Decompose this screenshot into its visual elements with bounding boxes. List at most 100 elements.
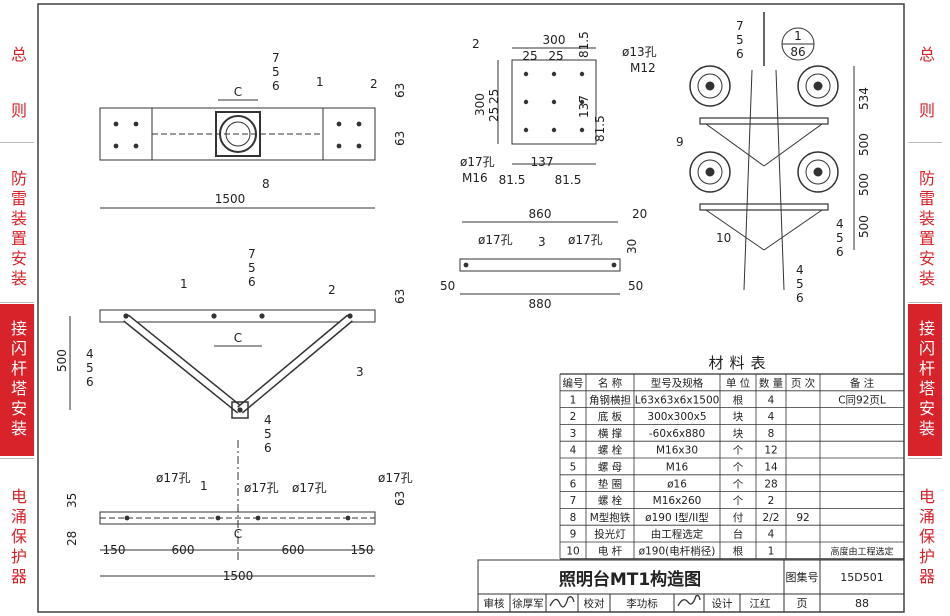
table-cell: 92	[796, 512, 809, 524]
mid-view-bolts	[123, 313, 353, 413]
brace-dim-860-label: 860	[529, 207, 552, 221]
top-view-dim-63b: 63	[393, 131, 407, 146]
left-category-item-1[interactable]: 总	[8, 46, 27, 66]
table-cell: 个	[733, 445, 744, 457]
elev-crossarm-top	[699, 117, 829, 125]
table-cell: 个	[733, 478, 744, 490]
elev-crossarm-bottom	[699, 203, 829, 211]
plate-dim-815b: 81.5	[499, 173, 526, 187]
plate-dim-815a: 81.5	[577, 31, 591, 58]
plate-outline	[511, 59, 597, 145]
right-category-divider	[908, 142, 942, 143]
right-category-item-2[interactable]: 则	[916, 102, 935, 122]
right-category-item-4[interactable]: 接闪杆塔安装	[908, 304, 942, 456]
plate-m12: M12	[630, 61, 656, 75]
table-cell: 块	[733, 428, 744, 440]
top-view-plate-holes	[113, 121, 362, 149]
mid-view	[69, 309, 376, 419]
plate-detail	[497, 47, 597, 165]
title-block	[477, 559, 905, 613]
mid-view-stack-top-7: 7	[248, 247, 256, 261]
right-category-item-3[interactable]: 防雷装置安装	[916, 170, 935, 290]
table-cell: 4	[768, 411, 775, 423]
table-header-cell: 编号	[563, 377, 584, 390]
page-number: 88	[855, 597, 869, 610]
table-cell: 5	[570, 462, 577, 474]
table-cell: 2	[570, 411, 577, 423]
table-header-cell: 备 注	[850, 377, 875, 390]
left-category-item-4[interactable]: 接闪杆塔安装	[0, 304, 34, 456]
table-cell: 4	[768, 394, 775, 406]
elev-ref-page: 86	[790, 45, 805, 59]
table-header-cell: 名 称	[598, 377, 623, 390]
atlas-number: 15D501	[840, 571, 883, 584]
table-cell: 螺 栓	[598, 494, 623, 507]
elev-tag-9: 9	[676, 135, 684, 149]
table-cell: 高度由工程选定	[830, 546, 893, 558]
bottom-view-hole-b: ø17孔	[244, 481, 279, 495]
brace-dim-50a: 50	[440, 279, 455, 293]
top-view-tag-1: 1	[316, 75, 324, 89]
table-header-cell: 型号及规格	[651, 377, 704, 390]
plate-dim-25a: 25	[522, 49, 537, 63]
table-cell: 300x300x5	[647, 411, 706, 423]
top-view-tag-8: 8	[262, 177, 270, 191]
table-cell: 7	[570, 495, 577, 507]
elev-floodlight-1	[689, 65, 731, 107]
elev-pole-left	[743, 69, 753, 291]
top-view-stack-5: 5	[272, 65, 280, 79]
brace-dim-50b: 50	[628, 279, 643, 293]
bottom-view-tag-1: 1	[200, 479, 208, 493]
mid-view-tag-1: 1	[180, 277, 188, 291]
elev-stack-bottom-5: 5	[796, 277, 804, 291]
elev-dim-534: 534	[857, 87, 871, 110]
table-cell: 4	[570, 445, 577, 457]
mid-view-stack-left-5: 5	[86, 361, 94, 375]
table-cell: L63x63x6x1500	[635, 394, 720, 406]
review-label: 审核	[484, 597, 505, 610]
top-view-stack-6: 6	[272, 79, 280, 93]
brace-tag-3: 3	[538, 235, 546, 249]
right-category-divider	[908, 458, 942, 459]
plate-hole-17: ø17孔	[460, 155, 495, 169]
brace-hole-a: ø17孔	[478, 233, 513, 247]
elev-brace-1	[705, 123, 765, 167]
bottom-view-dim-600b: 600	[282, 543, 305, 557]
plate-dim-25d: 25	[487, 107, 501, 122]
elev-stack-right-6: 6	[836, 245, 844, 259]
table-cell: 1	[768, 546, 775, 558]
mid-view-dim-63: 63	[393, 289, 407, 304]
mid-view-stack-bottom-5: 5	[264, 427, 272, 441]
left-category-item-2[interactable]: 则	[8, 102, 27, 122]
left-category-item-5[interactable]: 电涌保护器	[8, 488, 27, 588]
right-category-item-5[interactable]: 电涌保护器	[916, 488, 935, 588]
table-cell: M16	[666, 462, 689, 474]
table-cell: 12	[764, 445, 777, 457]
bottom-view-dim-35: 35	[65, 493, 79, 508]
right-category-item-1[interactable]: 总	[916, 46, 935, 66]
elev-brace-2	[763, 123, 823, 167]
plate-dim-815c: 81.5	[555, 173, 582, 187]
mid-view-tag-2: 2	[328, 283, 336, 297]
mid-view-stack-left-4: 4	[86, 347, 94, 361]
top-view-plate-right	[322, 107, 376, 161]
table-cell: 垫 圈	[598, 477, 622, 490]
elevation-view	[689, 12, 855, 291]
brace-dim-30: 30	[625, 239, 639, 254]
table-cell: 角钢横担	[589, 393, 631, 406]
bottom-view-dim-1500: 1500	[223, 569, 254, 583]
table-cell: 投光灯	[594, 528, 626, 541]
plate-hole-13: ø13孔	[622, 45, 657, 59]
top-view-pole-section	[219, 115, 257, 153]
drawing-title: 照明台MT1构造图	[559, 569, 701, 590]
left-category-item-3[interactable]: 防雷装置安装	[8, 170, 27, 290]
plate-dim-137: 137	[531, 155, 554, 169]
left-category-divider	[0, 142, 34, 143]
mid-view-joint-plate	[231, 401, 249, 419]
elev-brace-3	[705, 209, 765, 251]
sheet-frame	[37, 3, 905, 613]
table-cell: 付	[733, 511, 744, 524]
table-cell: 个	[733, 462, 744, 474]
bottom-view-holes	[124, 515, 351, 521]
table-cell: 2	[768, 495, 775, 507]
